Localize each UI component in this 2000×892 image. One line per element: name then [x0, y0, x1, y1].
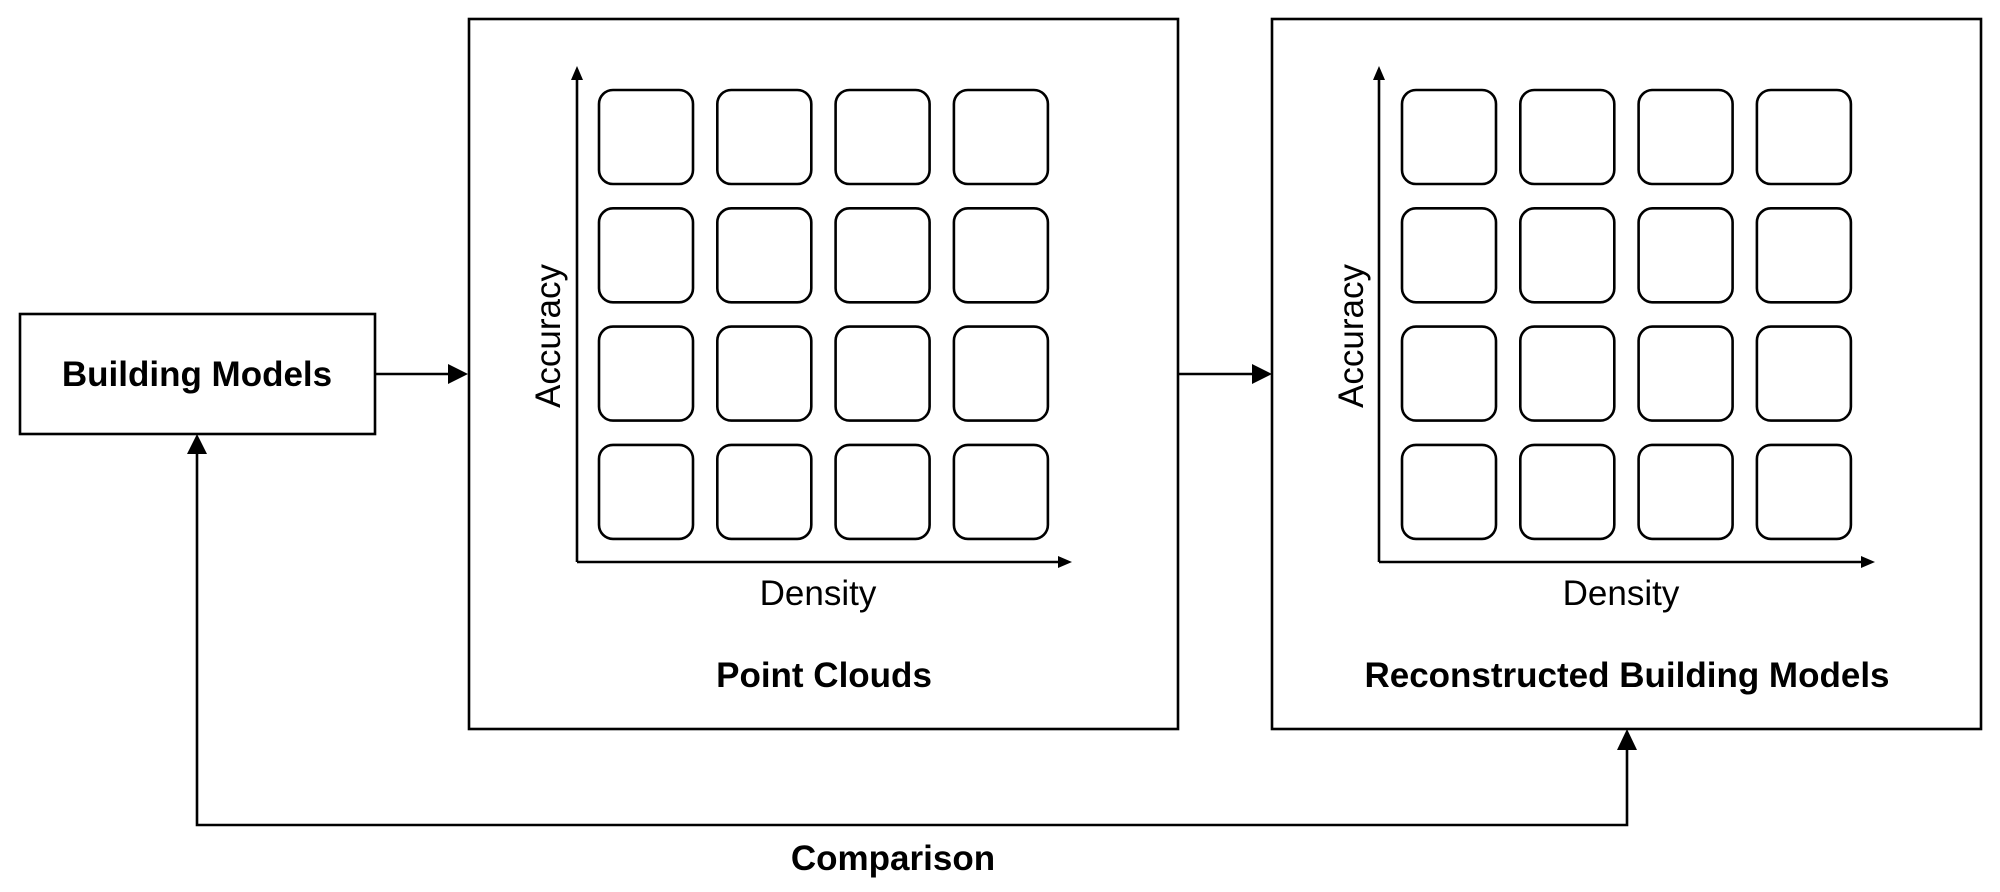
comparison-label: Comparison: [791, 839, 995, 878]
reconstructed-panel: Density Accuracy Reconstructed Building …: [1270, 17, 1983, 731]
grid-cell: [715, 443, 813, 541]
reconstructed-y-axis-arrowhead: [1373, 66, 1385, 80]
grid-cell: [952, 207, 1050, 304]
reconstructed-y-axis-label: Accuracy: [1332, 264, 1371, 408]
grid-cell: [1755, 88, 1853, 186]
grid-cell: [597, 325, 695, 422]
grid-cell: [1637, 88, 1734, 186]
reconstructed-x-axis-label: Density: [1563, 574, 1680, 613]
grid-cell: [1400, 443, 1498, 541]
grid-cell: [1400, 325, 1498, 422]
grid-cell: [1637, 325, 1734, 422]
grid-cell: [1400, 207, 1498, 304]
grid-cell: [1755, 325, 1853, 422]
grid-cell: [834, 443, 931, 541]
reconstructed-x-axis-arrowhead: [1861, 556, 1875, 568]
point-clouds-frame: [467, 17, 1180, 731]
grid-cell: [597, 88, 695, 186]
reconstructed-title: Reconstructed Building Models: [1364, 656, 1889, 695]
grid-cell: [1519, 443, 1616, 541]
comparison-loop: Comparison: [187, 434, 1637, 878]
point-clouds-y-axis-label: Accuracy: [529, 264, 568, 408]
reconstructed-grid: [1400, 88, 1853, 541]
grid-cell: [1519, 325, 1616, 422]
point-clouds-y-axis-arrowhead: [571, 66, 583, 80]
grid-cell: [952, 443, 1050, 541]
point-clouds-x-axis-arrowhead: [1058, 556, 1072, 568]
point-clouds-x-axis-label: Density: [760, 574, 877, 613]
grid-cell: [1755, 207, 1853, 304]
comparison-arrowhead-building-models: [187, 434, 207, 454]
comparison-arrowhead-reconstructed: [1617, 729, 1637, 750]
arrow-head: [1252, 364, 1272, 384]
grid-cell: [834, 207, 931, 304]
grid-cell: [1519, 207, 1616, 304]
grid-cell: [715, 325, 813, 422]
building-models-frame: [18, 312, 377, 436]
grid-cell: [1400, 88, 1498, 186]
point-clouds-title: Point Clouds: [716, 656, 932, 695]
grid-cell: [1519, 88, 1616, 186]
grid-cell: [952, 325, 1050, 422]
point-clouds-grid: [597, 88, 1050, 541]
arrow-pointclouds-to-reconstructed: [1178, 364, 1272, 384]
grid-cell: [715, 207, 813, 304]
point-clouds-panel: Density Accuracy Point Clouds: [467, 17, 1180, 731]
grid-cell: [597, 207, 695, 304]
grid-cell: [1637, 443, 1734, 541]
grid-cell: [834, 325, 931, 422]
building-models-box: Building Models: [18, 312, 377, 436]
arrow-head: [448, 364, 468, 384]
grid-cell: [715, 88, 813, 186]
grid-cell: [1637, 207, 1734, 304]
grid-cell: [952, 88, 1050, 186]
building-models-label: Building Models: [62, 355, 332, 394]
comparison-connector: [195, 452, 1629, 827]
grid-cell: [834, 88, 931, 186]
arrow-models-to-pointclouds: [375, 364, 468, 384]
grid-cell: [1755, 443, 1853, 541]
grid-cell: [597, 443, 695, 541]
reconstructed-frame: [1270, 17, 1983, 731]
